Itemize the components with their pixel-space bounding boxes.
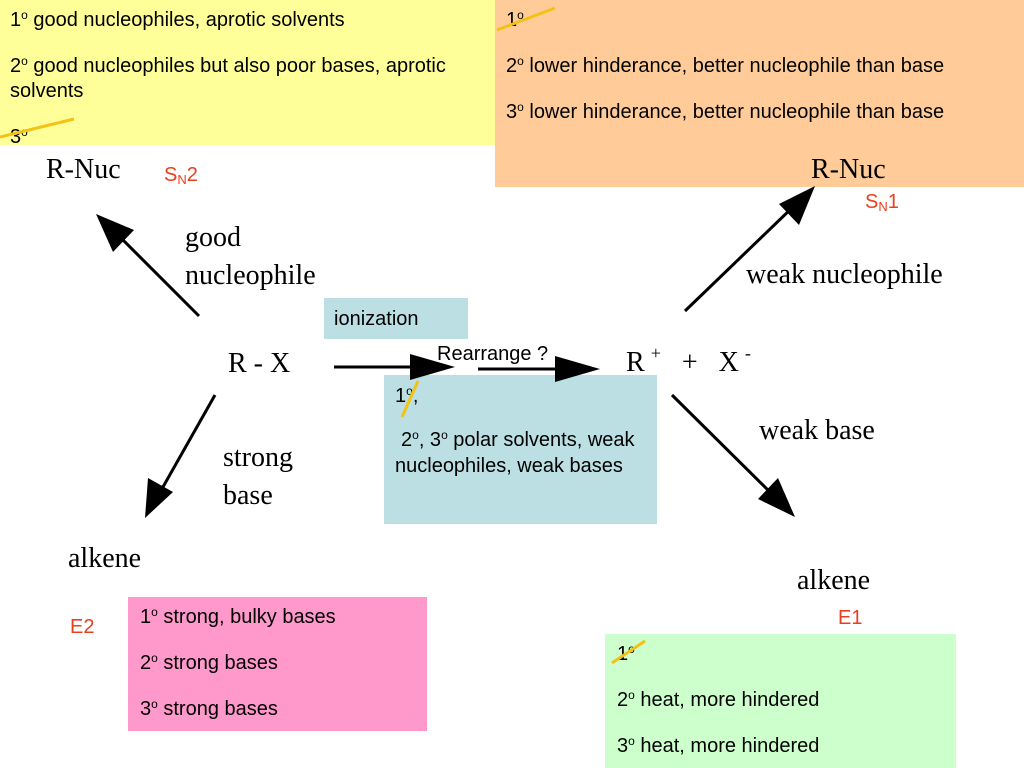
arrow-e1 [670,393,777,499]
arrow-sn2-head [96,214,134,252]
r-nuc-sn1-product: R-Nuc [811,154,886,185]
arrow-e1-head [758,478,795,517]
e2-condition-primary: 1o strong, bulky bases [140,605,336,628]
good-nucleophile-label-line2: nucleophile [185,260,316,291]
e2-condition-tertiary: 3o strong bases [140,697,278,720]
strong-base-label-line2: base [223,480,273,511]
sn2-condition-secondary: 2o good nucleophiles but also poor bases… [10,54,446,102]
arrow-sn2 [115,232,201,318]
e1-conditions-box: 1o 2o heat, more hindered 3o heat, more … [605,634,956,768]
e2-label: E2 [70,616,95,638]
r-x-reactant: R - X [228,348,291,379]
weak-nucleophile-label: weak nucleophile [746,259,943,290]
strike-sn1-primary [496,6,556,32]
strike-carbocation-primary [400,380,420,418]
sn1-condition-primary: 1o [506,8,524,31]
arrow-rearrange-head [555,356,600,382]
r-nuc-sn2-product: R-Nuc [46,154,121,185]
sn1-condition-tertiary: 3o lower hinderance, better nucleophile … [506,100,945,123]
sn2-condition-primary: 1o good nucleophiles, aprotic solvents [10,8,345,31]
strong-base-label-line1: strong [223,442,293,473]
strike-sn2-tertiary [0,117,75,139]
sn1-conditions-box: 1o 2o lower hinderance, better nucleophi… [495,0,1024,187]
arrow-sn1-head [779,186,815,225]
arrow-e2 [157,394,217,495]
arrow-sn1 [683,203,797,313]
sn1-condition-secondary: 2o lower hinderance, better nucleophile … [506,54,945,77]
ionization-label-box: ionization [324,298,468,339]
alkene-e1-product: alkene [797,565,871,596]
e2-condition-secondary: 2o strong bases [140,651,278,674]
carbocation-condition-primary: 1o, [395,384,419,407]
strike-e1-primary [611,639,646,665]
good-nucleophile-label-line1: good [185,222,241,253]
carbocation-intermediate: R+ + X- [626,343,751,378]
e2-conditions-box: 1o strong, bulky bases 2o strong bases 3… [128,597,427,731]
weak-base-label: weak base [759,415,875,446]
e1-condition-secondary: 2o heat, more hindered [617,688,820,711]
sn1-label: SN1 [865,191,899,214]
e1-label: E1 [838,607,863,629]
sn2-label: SN2 [164,164,198,187]
e1-condition-tertiary: 3o heat, more hindered [617,734,820,757]
ionization-label: ionization [334,308,419,330]
carbocation-condition-secondary-tertiary: 2o, 3o polar solvents, weak nucleophiles… [395,428,635,477]
sn2-conditions-box: 1o good nucleophiles, aprotic solvents 2… [0,0,495,148]
rearrange-label: Rearrange ? [437,343,549,365]
carbocation-conditions-box: 1o, 2o, 3o polar solvents, weak nucleoph… [384,375,657,524]
alkene-e2-product: alkene [68,543,142,574]
arrow-e2-head [145,478,173,518]
arrow-ionization-head [410,354,455,380]
